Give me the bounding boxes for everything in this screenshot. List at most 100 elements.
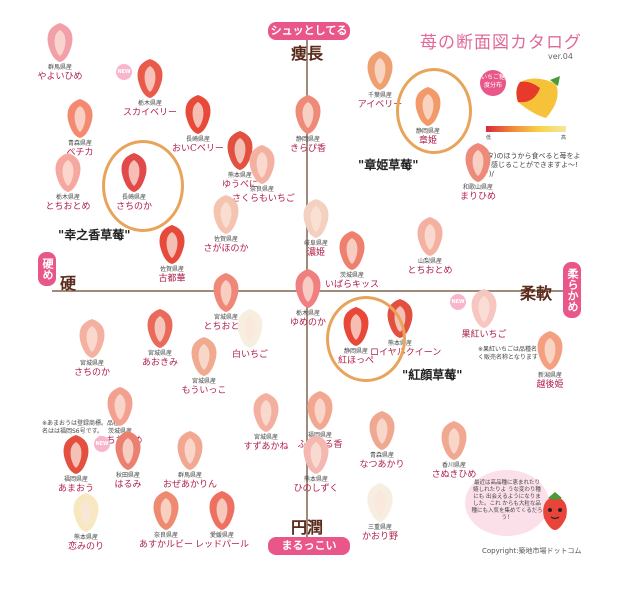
- copyright: Copyright:築地市場ドットコム: [482, 547, 582, 555]
- strawberry-item: 群馬県産やよいひめ: [30, 20, 90, 83]
- strawberry-name: いばらキッス: [324, 280, 379, 290]
- strawberry-name: おいCベリー: [172, 144, 224, 154]
- strawberry-prefecture: 熊本県産: [227, 172, 252, 179]
- strawberry-item: 秋田県産はるみ NEW: [94, 428, 158, 491]
- strawberry-cross-section-icon: [185, 95, 211, 134]
- strawberry-prefecture: 栃木県産: [137, 100, 162, 107]
- strawberry-prefecture: 新潟県産: [537, 372, 562, 379]
- strawberry-cross-section-icon: [55, 153, 81, 192]
- strawberry-name: ロイヤルクイーン: [370, 348, 442, 358]
- legend-badge: いちご糖度分布: [480, 70, 506, 96]
- strawberry-item: 群馬県産おぜあかりん: [160, 428, 220, 491]
- strawberry-prefecture: 三重県産: [367, 524, 392, 531]
- speech-bubble: 最近は高品種に恵まれたり 嬉しれたりよ うな変わり種にも 出会えるようになりまし…: [465, 470, 549, 536]
- strawberry-cross-section-icon: [537, 331, 563, 370]
- legend-strawberry-icon: [516, 76, 560, 118]
- strawberry-name: 越後姫: [536, 380, 564, 390]
- strawberry-cross-section-icon: [295, 95, 321, 134]
- strawberry-cross-section-icon: [253, 393, 279, 432]
- strawberry-cross-section-icon: [471, 289, 497, 328]
- strawberry-name: すずあかね: [243, 442, 289, 452]
- strawberry-item: 宮城県産あおきみ: [130, 306, 190, 369]
- strawberry-name: とちおとめ: [45, 202, 91, 212]
- strawberry-item: 山梨県産とちおとめ: [400, 214, 460, 277]
- strawberry-cross-section-icon: [213, 195, 239, 234]
- new-badge: NEW: [94, 436, 110, 452]
- strawberry-name: 古都華: [158, 274, 186, 284]
- strawberry-item: 岐阜県産濃姫: [286, 196, 346, 259]
- strawberry-prefecture: 奈良県産: [153, 532, 178, 539]
- amaou-note: ※あまおうは登録商標。品種名はは福岡S6号です。: [42, 420, 120, 435]
- strawberry-cross-section-icon: [249, 145, 275, 184]
- strawberry-prefecture: 山梨県産: [417, 258, 442, 265]
- strawberry-item: 宮城県産すずあかね: [236, 390, 296, 453]
- strawberry-item: 福岡県産あまおう: [46, 432, 106, 495]
- strawberry-name: レッドパール: [194, 540, 249, 550]
- strawberry-name: なつあかり: [359, 460, 405, 470]
- right-axis-word: 柔軟: [520, 284, 553, 303]
- strawberry-prefecture: 茨城県産: [107, 428, 132, 435]
- strawberry-cross-section-icon: [153, 491, 179, 530]
- strawberry-item: 熊本県産恋みのり: [56, 490, 116, 553]
- strawberry-prefecture: 長崎県産: [185, 136, 210, 143]
- strawberry-prefecture: 栃木県産: [295, 310, 320, 317]
- strawberry-cross-section-icon: [465, 143, 491, 182]
- strawberry-cross-section-icon: [137, 59, 163, 98]
- strawberry-prefecture: 香川県産: [441, 462, 466, 469]
- strawberry-name: ゆめのか: [289, 318, 326, 328]
- strawberry-item: 青森県産なつあかり: [352, 408, 412, 471]
- strawberry-name: きらぴ香: [289, 144, 326, 154]
- strawberry-prefecture: 茨城県産: [339, 272, 364, 279]
- strawberry-item: 千葉県産アイベリー: [350, 48, 410, 111]
- new-badge: NEW: [450, 294, 466, 310]
- strawberry-name: アイベリー: [357, 100, 403, 110]
- strawberry-prefecture: 愛媛県産: [209, 532, 234, 539]
- strawberry-prefecture: 佐賀県産: [159, 266, 184, 273]
- strawberry-prefecture: 熊本県産: [303, 476, 328, 483]
- version-label: ver.04: [548, 52, 573, 61]
- left-axis-word: 硬: [60, 274, 77, 293]
- strawberry-name: スカイベリー: [122, 108, 177, 118]
- highlight-ring-benihoppe: [326, 296, 406, 382]
- strawberry-item: 佐賀県産古都華: [142, 222, 202, 285]
- strawberry-item: 栃木県産とちおとめ: [38, 150, 98, 213]
- strawberry-prefecture: 宮城県産: [253, 434, 278, 441]
- strawberry-cross-section-icon: [369, 411, 395, 450]
- strawberry-name: 果紅いちご: [461, 330, 507, 340]
- strawberry-cross-section-icon: [115, 431, 141, 470]
- strawberry-name: はるみ: [114, 480, 142, 490]
- top-axis-word: 痩長: [291, 44, 324, 63]
- callout-sachinoka: "幸之香草莓": [58, 228, 131, 242]
- strawberry-item: 和歌山県産まりひめ: [448, 140, 508, 203]
- strawberry-prefecture: 栃木県産: [55, 194, 80, 201]
- strawberry-cross-section-icon: [307, 391, 333, 430]
- strawberry-cross-section-icon: [237, 309, 263, 348]
- strawberry-prefecture: 奈良県産: [249, 186, 274, 193]
- strawberry-prefecture: 千葉県産: [367, 92, 392, 99]
- top-axis-pill: シュッとしてる: [268, 22, 350, 40]
- callout-benihoppe: "紅顔草莓": [402, 368, 463, 382]
- strawberry-prefecture: 宮城県産: [213, 314, 238, 321]
- strawberry-cross-section-icon: [441, 421, 467, 460]
- strawberry-name: ペチカ: [66, 148, 94, 158]
- strawberry-prefecture: 秋田県産: [115, 472, 140, 479]
- strawberry-cross-section-icon: [367, 483, 393, 522]
- strawberry-name: あおきみ: [141, 358, 178, 368]
- catalog-title: 苺の断面図カタログ: [420, 33, 582, 53]
- strawberry-prefecture: 岐阜県産: [303, 240, 328, 247]
- legend-high-label: 高: [560, 135, 566, 141]
- left-axis-tab: 硬め: [38, 252, 56, 286]
- strawberry-item: 三重県産かおり野: [350, 480, 410, 543]
- strawberry-mascot-icon: [543, 492, 567, 530]
- strawberry-prefecture: 熊本県産: [73, 534, 98, 541]
- strawberry-item: 熊本県産ひのしずく: [286, 432, 346, 495]
- strawberry-name: さちのか: [73, 368, 110, 378]
- strawberry-cross-section-icon: [191, 337, 217, 376]
- strawberry-cross-section-icon: [73, 493, 99, 532]
- strawberry-item: 茨城県産いばらキッス: [322, 228, 382, 291]
- strawberry-prefecture: 宮城県産: [147, 350, 172, 357]
- strawberry-cross-section-icon: [177, 431, 203, 470]
- strawberry-name: とちおとめ: [407, 266, 453, 276]
- strawberry-name: 恋みのり: [67, 542, 104, 552]
